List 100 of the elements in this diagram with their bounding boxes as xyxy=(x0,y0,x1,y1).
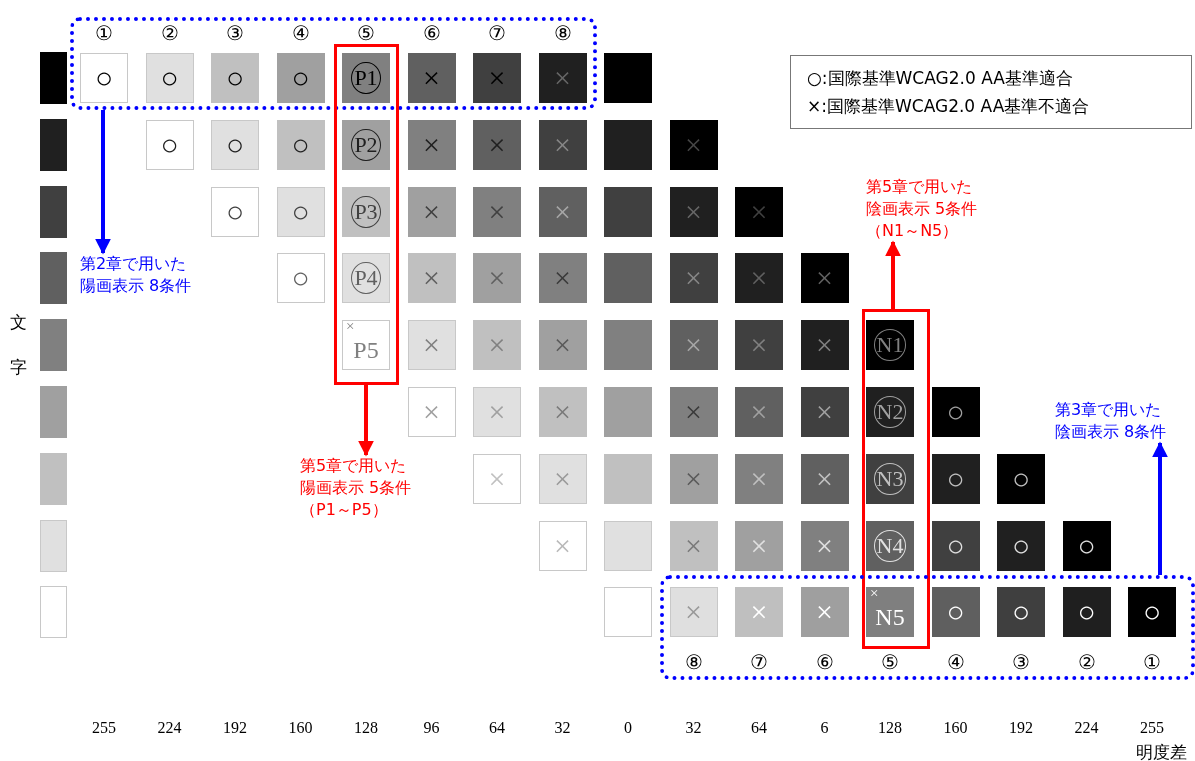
column-number: ⑥ xyxy=(815,652,834,672)
cell-text: × xyxy=(816,330,833,361)
column-number: ② xyxy=(160,23,179,43)
cell-text: × xyxy=(750,330,768,361)
highlight-frame xyxy=(334,44,399,385)
column-number: ③ xyxy=(1012,652,1030,672)
arrow xyxy=(358,385,374,457)
difference-value: 96 xyxy=(423,720,440,736)
cell-text: × xyxy=(750,397,768,427)
cell-text: × xyxy=(488,330,506,361)
cell-text: × xyxy=(816,597,833,628)
arrow xyxy=(1152,441,1168,575)
cell-text: × xyxy=(685,129,702,160)
cell-text: × xyxy=(423,63,440,93)
cell-text: × xyxy=(423,397,440,427)
legend-text: ×:国際基準WCAG2.0 AA基準不適合 xyxy=(807,95,1091,118)
cell-text: × xyxy=(554,397,571,427)
cell-text: × xyxy=(554,263,571,294)
annotation-text: 第3章で用いた陰画表示 8条件 xyxy=(1055,399,1174,443)
annotation-text: 第5章で用いた陽画表示 5条件（P1～P5） xyxy=(300,455,419,521)
cell-text: × xyxy=(423,330,440,361)
difference-value: 128 xyxy=(354,720,378,736)
annotation-text: 第2章で用いた陽画表示 8条件 xyxy=(80,253,199,297)
difference-value: 128 xyxy=(878,720,902,736)
difference-value: 64 xyxy=(489,720,505,736)
difference-value: 192 xyxy=(223,720,247,736)
difference-value: 255 xyxy=(92,720,116,736)
cell-text: ○ xyxy=(291,63,310,93)
cell-text: P5 xyxy=(353,338,379,363)
cell-text: ○ xyxy=(225,129,245,160)
cell-text: ○ xyxy=(160,129,179,160)
cell-text: × xyxy=(488,263,506,294)
cell-text: × xyxy=(750,463,768,494)
cell-text: ○ xyxy=(1011,597,1031,628)
cell-text: × xyxy=(816,263,833,294)
cell-text: × xyxy=(423,263,440,294)
cell-text: × xyxy=(554,196,571,227)
difference-value: 0 xyxy=(624,720,632,736)
arrow xyxy=(885,240,901,309)
column-number: ⑧ xyxy=(684,652,703,672)
annotation-text: 第5章で用いた陰画表示 5条件（N1～N5） xyxy=(866,176,985,242)
cell-text: × xyxy=(554,129,571,160)
cell-text: ○ xyxy=(946,397,965,427)
cell-text: × xyxy=(685,397,702,427)
cell-text: ○ xyxy=(291,129,310,160)
cell-text: ○ xyxy=(291,196,310,227)
axis-label: 明度差 xyxy=(1136,741,1187,761)
cell-text: × xyxy=(685,196,702,227)
cell-text: × xyxy=(488,397,506,427)
cell-text: × xyxy=(488,63,506,93)
difference-value: 160 xyxy=(943,720,968,736)
difference-value: 224 xyxy=(1074,720,1099,736)
legend-text: ○:国際基準WCAG2.0 AA基準適合 xyxy=(807,67,1074,90)
cell-text: × xyxy=(750,196,768,227)
cell-text: × xyxy=(423,129,440,160)
cell-text: ○ xyxy=(1077,597,1096,628)
column-number: ① xyxy=(1143,652,1161,672)
column-number: ⑥ xyxy=(422,23,441,43)
cell-text: ○ xyxy=(1011,463,1031,494)
column-number: ⑦ xyxy=(750,652,768,672)
difference-value: 255 xyxy=(1140,720,1164,736)
difference-value: 6 xyxy=(820,720,829,736)
column-number: ⑧ xyxy=(553,23,572,43)
cell-text: ○ xyxy=(946,597,965,628)
cell-text: ○ xyxy=(1077,530,1096,561)
cell-text: ○ xyxy=(946,463,965,494)
highlight-frame xyxy=(862,309,930,649)
cell-text: N5 xyxy=(875,605,905,630)
cell-text: × xyxy=(554,63,571,93)
cell-text: × xyxy=(685,597,702,628)
cell-text: ○ xyxy=(160,63,179,93)
difference-value: 160 xyxy=(288,720,313,736)
cell-text: × xyxy=(685,463,702,494)
cell-text: × xyxy=(750,530,768,561)
cell-text: ○ xyxy=(225,63,245,93)
cell-text: × xyxy=(685,530,702,561)
legend-box xyxy=(790,55,1192,129)
cell-text: × xyxy=(554,463,571,494)
difference-value: 224 xyxy=(157,720,182,736)
difference-value: 64 xyxy=(751,720,767,736)
cell-text: × xyxy=(488,196,506,227)
arrow xyxy=(95,110,111,255)
difference-value: 32 xyxy=(685,720,702,736)
cell-text: ○ xyxy=(291,263,310,294)
axis-label: 文字 xyxy=(10,311,28,379)
cell-text: × xyxy=(816,530,833,561)
cell-text: × xyxy=(816,397,833,427)
column-number: ⑤ xyxy=(357,23,375,43)
column-number: ① xyxy=(95,23,113,43)
cell-text: × xyxy=(554,530,571,561)
cell-text: × xyxy=(423,196,440,227)
column-number: ② xyxy=(1077,652,1096,672)
difference-value: 192 xyxy=(1009,720,1033,736)
column-number: ③ xyxy=(226,23,244,43)
cell-text: × xyxy=(685,263,702,294)
cell-text: ○ xyxy=(946,530,965,561)
cell-text: ○ xyxy=(1011,530,1031,561)
cell-text: × xyxy=(488,463,506,494)
cell-text: × xyxy=(870,586,879,602)
cell-text: × xyxy=(488,129,506,160)
